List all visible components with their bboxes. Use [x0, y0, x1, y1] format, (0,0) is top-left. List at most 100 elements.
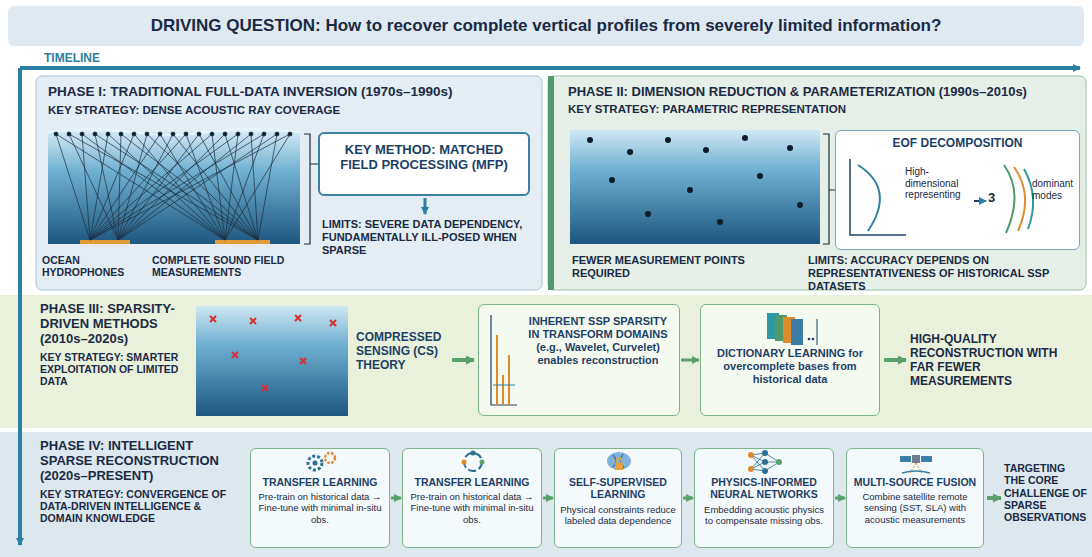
ocean-illustration-phase2 — [627, 149, 633, 155]
box-illustration — [1024, 169, 1033, 229]
box-illustration — [493, 385, 515, 386]
ocean-illustration-phase1 — [199, 134, 258, 240]
ocean-illustration-phase1 — [158, 132, 162, 136]
figure-label: 3 — [988, 190, 1000, 205]
ocean-illustration-phase1 — [184, 132, 188, 136]
concept-box: INHERENT SSP SPARSITY IN TRANSFORM DOMAI… — [478, 304, 680, 416]
ocean-illustration-phase1 — [223, 132, 227, 136]
ocean-illustration-phase3 — [884, 358, 906, 362]
box-illustration — [508, 355, 510, 405]
box-illustration — [912, 455, 920, 463]
ocean-illustration-phase1 — [212, 134, 225, 240]
ocean-illustration-phase1 — [90, 134, 160, 240]
box-illustration — [776, 459, 782, 465]
box-illustration — [748, 450, 782, 474]
ocean-illustration-phase1 — [90, 134, 108, 240]
ocean-illustration-phase3 — [300, 358, 306, 364]
ocean-illustration-phase2 — [687, 187, 693, 193]
box-heading: PHASE II: DIMENSION REDUCTION & PARAMETE… — [568, 84, 1078, 99]
box-text: KEY STRATEGY: CONVERGENCE OF DATA-DRIVEN… — [40, 488, 240, 525]
box-illustration — [497, 335, 509, 405]
box-illustration — [313, 461, 318, 466]
ocean-illustration-phase1 — [90, 134, 264, 240]
ocean-illustration-phase2 — [742, 135, 748, 141]
box-illustration — [462, 460, 467, 465]
box-illustration — [607, 452, 631, 470]
box-illustration — [480, 460, 485, 465]
box-illustration — [325, 453, 335, 463]
phase-panels — [548, 76, 554, 290]
box-text: Pre-train on historical data → Fine-tune… — [408, 491, 536, 524]
box-text: KEY STRATEGY: SMARTER EXPLOITATION OF LI… — [40, 351, 190, 388]
method-card: SELF-SUPERVISED LEARNING Physical constra… — [554, 448, 682, 548]
title-bar — [8, 6, 1084, 46]
ocean-illustration-phase1 — [106, 132, 110, 136]
box-text: Physical constraints reduce labeled data… — [560, 504, 676, 526]
ocean-illustration-phase1 — [48, 129, 300, 135]
box-illustration — [850, 159, 906, 235]
box-illustration — [902, 471, 930, 473]
phase4-final-arrow — [987, 496, 1001, 500]
ocean-illustration-phase1 — [82, 134, 225, 240]
ocean-illustration-phase1 — [236, 132, 240, 136]
box-illustration — [921, 456, 932, 462]
ocean-illustration-phase3 — [262, 385, 268, 391]
phase-panels — [0, 295, 1092, 428]
ocean-illustration-phase2 — [717, 219, 723, 225]
timeline-arrow — [20, 66, 1080, 70]
timeline-label: TIMELINE — [44, 51, 144, 65]
box-illustration — [308, 456, 322, 470]
flow-arrow — [391, 497, 401, 500]
box-text: Embedding acoustic physics to compensate… — [700, 504, 828, 526]
ocean-illustration-phase1 — [118, 134, 173, 240]
flow-arrow — [683, 497, 693, 500]
ocean-illustration-phase1 — [67, 132, 71, 136]
phase-panel: PHASE IV: INTELLIGENT SPARSE RECONSTRUCT… — [0, 432, 1092, 557]
title-bar — [8, 6, 1084, 46]
ocean-illustration-phase1 — [132, 132, 136, 136]
box-heading: PHASE I: TRADITIONAL FULL-DATA INVERSION… — [48, 84, 538, 100]
ocean-illustration-phase3 — [210, 316, 216, 322]
box-illustration — [900, 455, 932, 473]
box-illustration — [462, 451, 485, 472]
box-illustration — [502, 375, 504, 405]
ocean-illustration-phase1 — [251, 134, 258, 240]
box-heading: EOF DECOMPOSITION — [844, 136, 1071, 150]
ocean-illustration-phase1 — [225, 134, 264, 240]
method-card: TRANSFER LEARNINGPre-train on historical… — [250, 448, 390, 548]
ocean-illustration-phase1 — [118, 134, 225, 240]
ocean-illustration-phase3 — [196, 306, 348, 416]
box-heading: SELF-SUPERVISED LEARNING — [560, 476, 676, 501]
ocean-illustration-phase3 — [210, 315, 336, 391]
ocean-illustration-phase1 — [54, 132, 292, 240]
ocean-illustration-phase1 — [118, 134, 277, 240]
box-heading: MULTI-SOURCE FUSION — [852, 476, 978, 488]
ocean-illustration-phase1 — [69, 134, 118, 240]
box-illustration — [1014, 167, 1025, 231]
ocean-illustration-phase2 — [797, 202, 803, 208]
ocean-illustration-phase2 — [570, 130, 820, 244]
box-heading: INHERENT SSP SPARSITY IN TRANSFORM DOMAI… — [525, 315, 671, 366]
ocean-illustration-phase2 — [665, 137, 671, 143]
ocean-illustration-phase1 — [304, 134, 318, 244]
ocean-illustration-phase1 — [80, 240, 130, 244]
figure-label: dominant modes — [1032, 178, 1078, 201]
ocean-illustration-phase2 — [609, 177, 615, 183]
box-illustration — [607, 452, 631, 470]
box-illustration — [762, 450, 768, 456]
ocean-illustration-phase1 — [171, 132, 175, 136]
ocean-illustration-phase1 — [90, 134, 212, 240]
box-heading: TRANSFER LEARNING — [408, 476, 536, 488]
box-illustration — [974, 200, 986, 202]
box-illustration — [491, 315, 517, 405]
method-card: TRANSFER LEARNING Pre-train on historical… — [402, 448, 542, 548]
box-illustration — [1004, 165, 1015, 233]
ocean-illustration-phase2 — [757, 173, 763, 179]
ocean-illustration-phase3 — [330, 320, 336, 326]
box-illustration — [817, 319, 818, 345]
box-illustration — [471, 451, 476, 456]
ocean-illustration-phase1 — [186, 134, 225, 240]
box-illustration — [615, 463, 623, 470]
limits-note: LIMITS: SEVERE DATA DEPENDENCY, FUNDAMEN… — [322, 218, 532, 257]
